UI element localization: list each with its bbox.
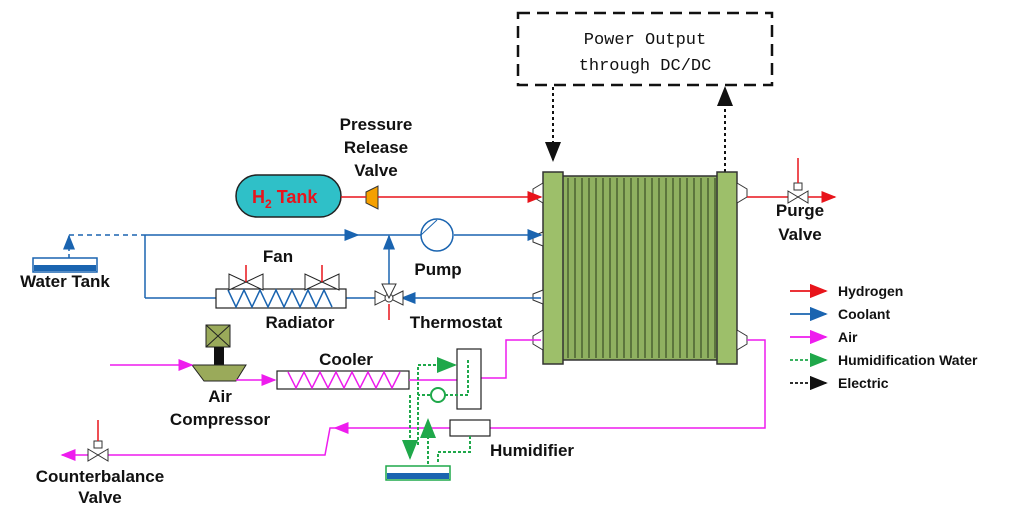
humidification-water-lines (402, 357, 471, 464)
h2-tank: H2 Tank (235, 174, 342, 218)
legend-label-4: Electric (838, 375, 889, 391)
counterbalance-label-2: Valve (78, 488, 122, 507)
thermostat-label: Thermostat (410, 313, 503, 332)
water-tank (32, 257, 98, 273)
counterbalance-valve-icon (87, 448, 109, 462)
svg-text:H2 Tank: H2 Tank (252, 187, 318, 211)
water-pump-icon (430, 387, 446, 403)
fuel-cell-stack (532, 171, 748, 365)
legend-label-2: Air (838, 329, 858, 345)
separator-box (456, 348, 482, 410)
water-reservoir (385, 465, 451, 481)
h2-label-suffix: Tank (272, 187, 319, 207)
air-compressor-label-1: Air (208, 387, 232, 406)
air-compressor (191, 324, 247, 382)
radiator-label: Radiator (266, 313, 335, 332)
humidifier-icon (449, 419, 491, 437)
purge-valve-label-2: Valve (778, 225, 822, 244)
fan-icon-2 (304, 265, 340, 291)
air-line-to-stack (60, 339, 766, 461)
counterbalance-label-1: Counterbalance (36, 467, 164, 486)
legend-label-1: Coolant (838, 306, 890, 322)
pressure-release-label-3: Valve (354, 161, 398, 180)
power-output-box: Power Output through DC/DC (516, 11, 774, 87)
purge-valve-label-1: Purge (776, 201, 824, 220)
humidifier-label: Humidifier (490, 441, 574, 460)
pump-label: Pump (414, 260, 461, 279)
pump-icon (420, 218, 454, 252)
fan-label: Fan (263, 247, 293, 266)
water-tank-label: Water Tank (20, 272, 110, 291)
pressure-release-label-1: Pressure (340, 115, 413, 134)
power-output-line2: through DC/DC (579, 57, 712, 76)
thermostat-icon (374, 283, 404, 320)
pressure-release-label-2: Release (344, 138, 408, 157)
legend-label-0: Hydrogen (838, 283, 903, 299)
air-compressor-label-2: Compressor (170, 410, 271, 429)
h2-label-subscript: 2 (265, 197, 272, 211)
fan-icon (228, 265, 264, 291)
legend-label-3: Humidification Water (838, 352, 978, 368)
radiator (215, 288, 347, 309)
cooler (276, 370, 410, 390)
coolant-loop (63, 229, 543, 304)
pressure-release-valve-icon (365, 185, 379, 210)
power-output-line1: Power Output (584, 31, 706, 50)
h2-label-prefix: H (252, 187, 265, 207)
cooler-label: Cooler (319, 350, 373, 369)
